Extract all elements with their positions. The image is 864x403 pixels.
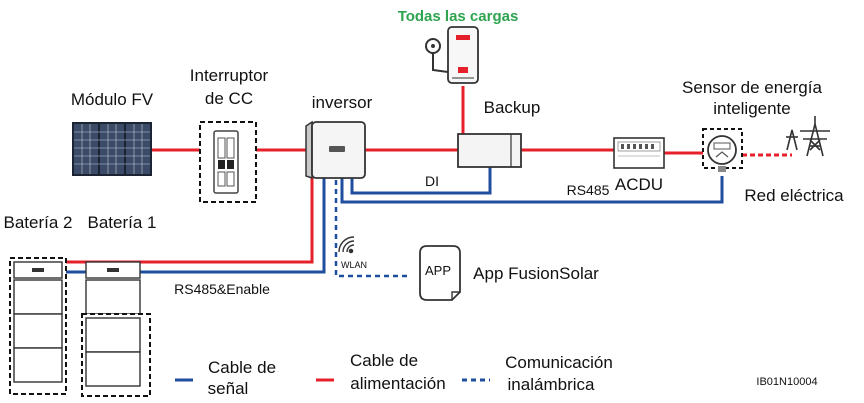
label-rs485-enable: RS485&Enable [174, 281, 270, 297]
label-figure-id: IB01N10004 [756, 376, 817, 388]
dc-switch-icon [199, 121, 257, 203]
legend-signal-line2: señal [208, 379, 249, 398]
legend-signal-line1: Cable de [208, 358, 276, 377]
signal-cables [66, 167, 724, 274]
wireless-link [334, 180, 410, 278]
label-acdu: ACDU [615, 175, 663, 194]
label-app-icon: APP [425, 263, 451, 278]
battery2-icon [9, 257, 67, 395]
label-battery1: Batería 1 [88, 213, 157, 232]
acdu-icon [613, 137, 665, 169]
cable-rs485-enable [66, 178, 326, 274]
label-pv-module: Módulo FV [71, 90, 154, 109]
wlan-icon [338, 236, 355, 254]
label-wlan: WLAN [341, 260, 367, 270]
label-energy-sensor-line1: Sensor de energía [682, 78, 822, 97]
legend-power-line1: Cable de [350, 351, 418, 370]
app-icon [419, 245, 461, 301]
water-heater-icon [447, 26, 479, 84]
backup-box-icon [457, 133, 522, 168]
cable-inverter-to-battery [66, 178, 314, 264]
label-dc-switch-line1: Interruptor [190, 66, 269, 85]
label-app-name: App FusionSolar [473, 264, 599, 283]
legend-wireless-line2: inalámbrica [508, 375, 595, 394]
inverter-icon [305, 120, 366, 180]
pv-module-icon [72, 122, 152, 176]
label-energy-sensor-line2: inteligente [713, 99, 791, 118]
energy-sensor-icon [702, 128, 743, 172]
grid-tower-icon [786, 116, 830, 157]
label-battery2: Batería 2 [4, 213, 73, 232]
legend-wireless-line1: Comunicación [505, 353, 613, 372]
label-di: DI [425, 173, 439, 189]
label-dc-switch-line2: de CC [205, 89, 253, 108]
label-inverter: inversor [312, 93, 373, 112]
label-grid: Red eléctrica [744, 186, 844, 205]
legend-power-line2: alimentación [350, 374, 445, 393]
label-backup: Backup [484, 98, 541, 117]
battery1-icon [81, 261, 151, 397]
power-cables [66, 86, 792, 264]
cable-inverter-rs485 [340, 176, 724, 204]
label-rs485: RS485 [567, 182, 610, 198]
shower-icon [425, 38, 449, 73]
label-all-loads: Todas las cargas [398, 8, 519, 25]
cable-inverter-di [350, 167, 492, 195]
